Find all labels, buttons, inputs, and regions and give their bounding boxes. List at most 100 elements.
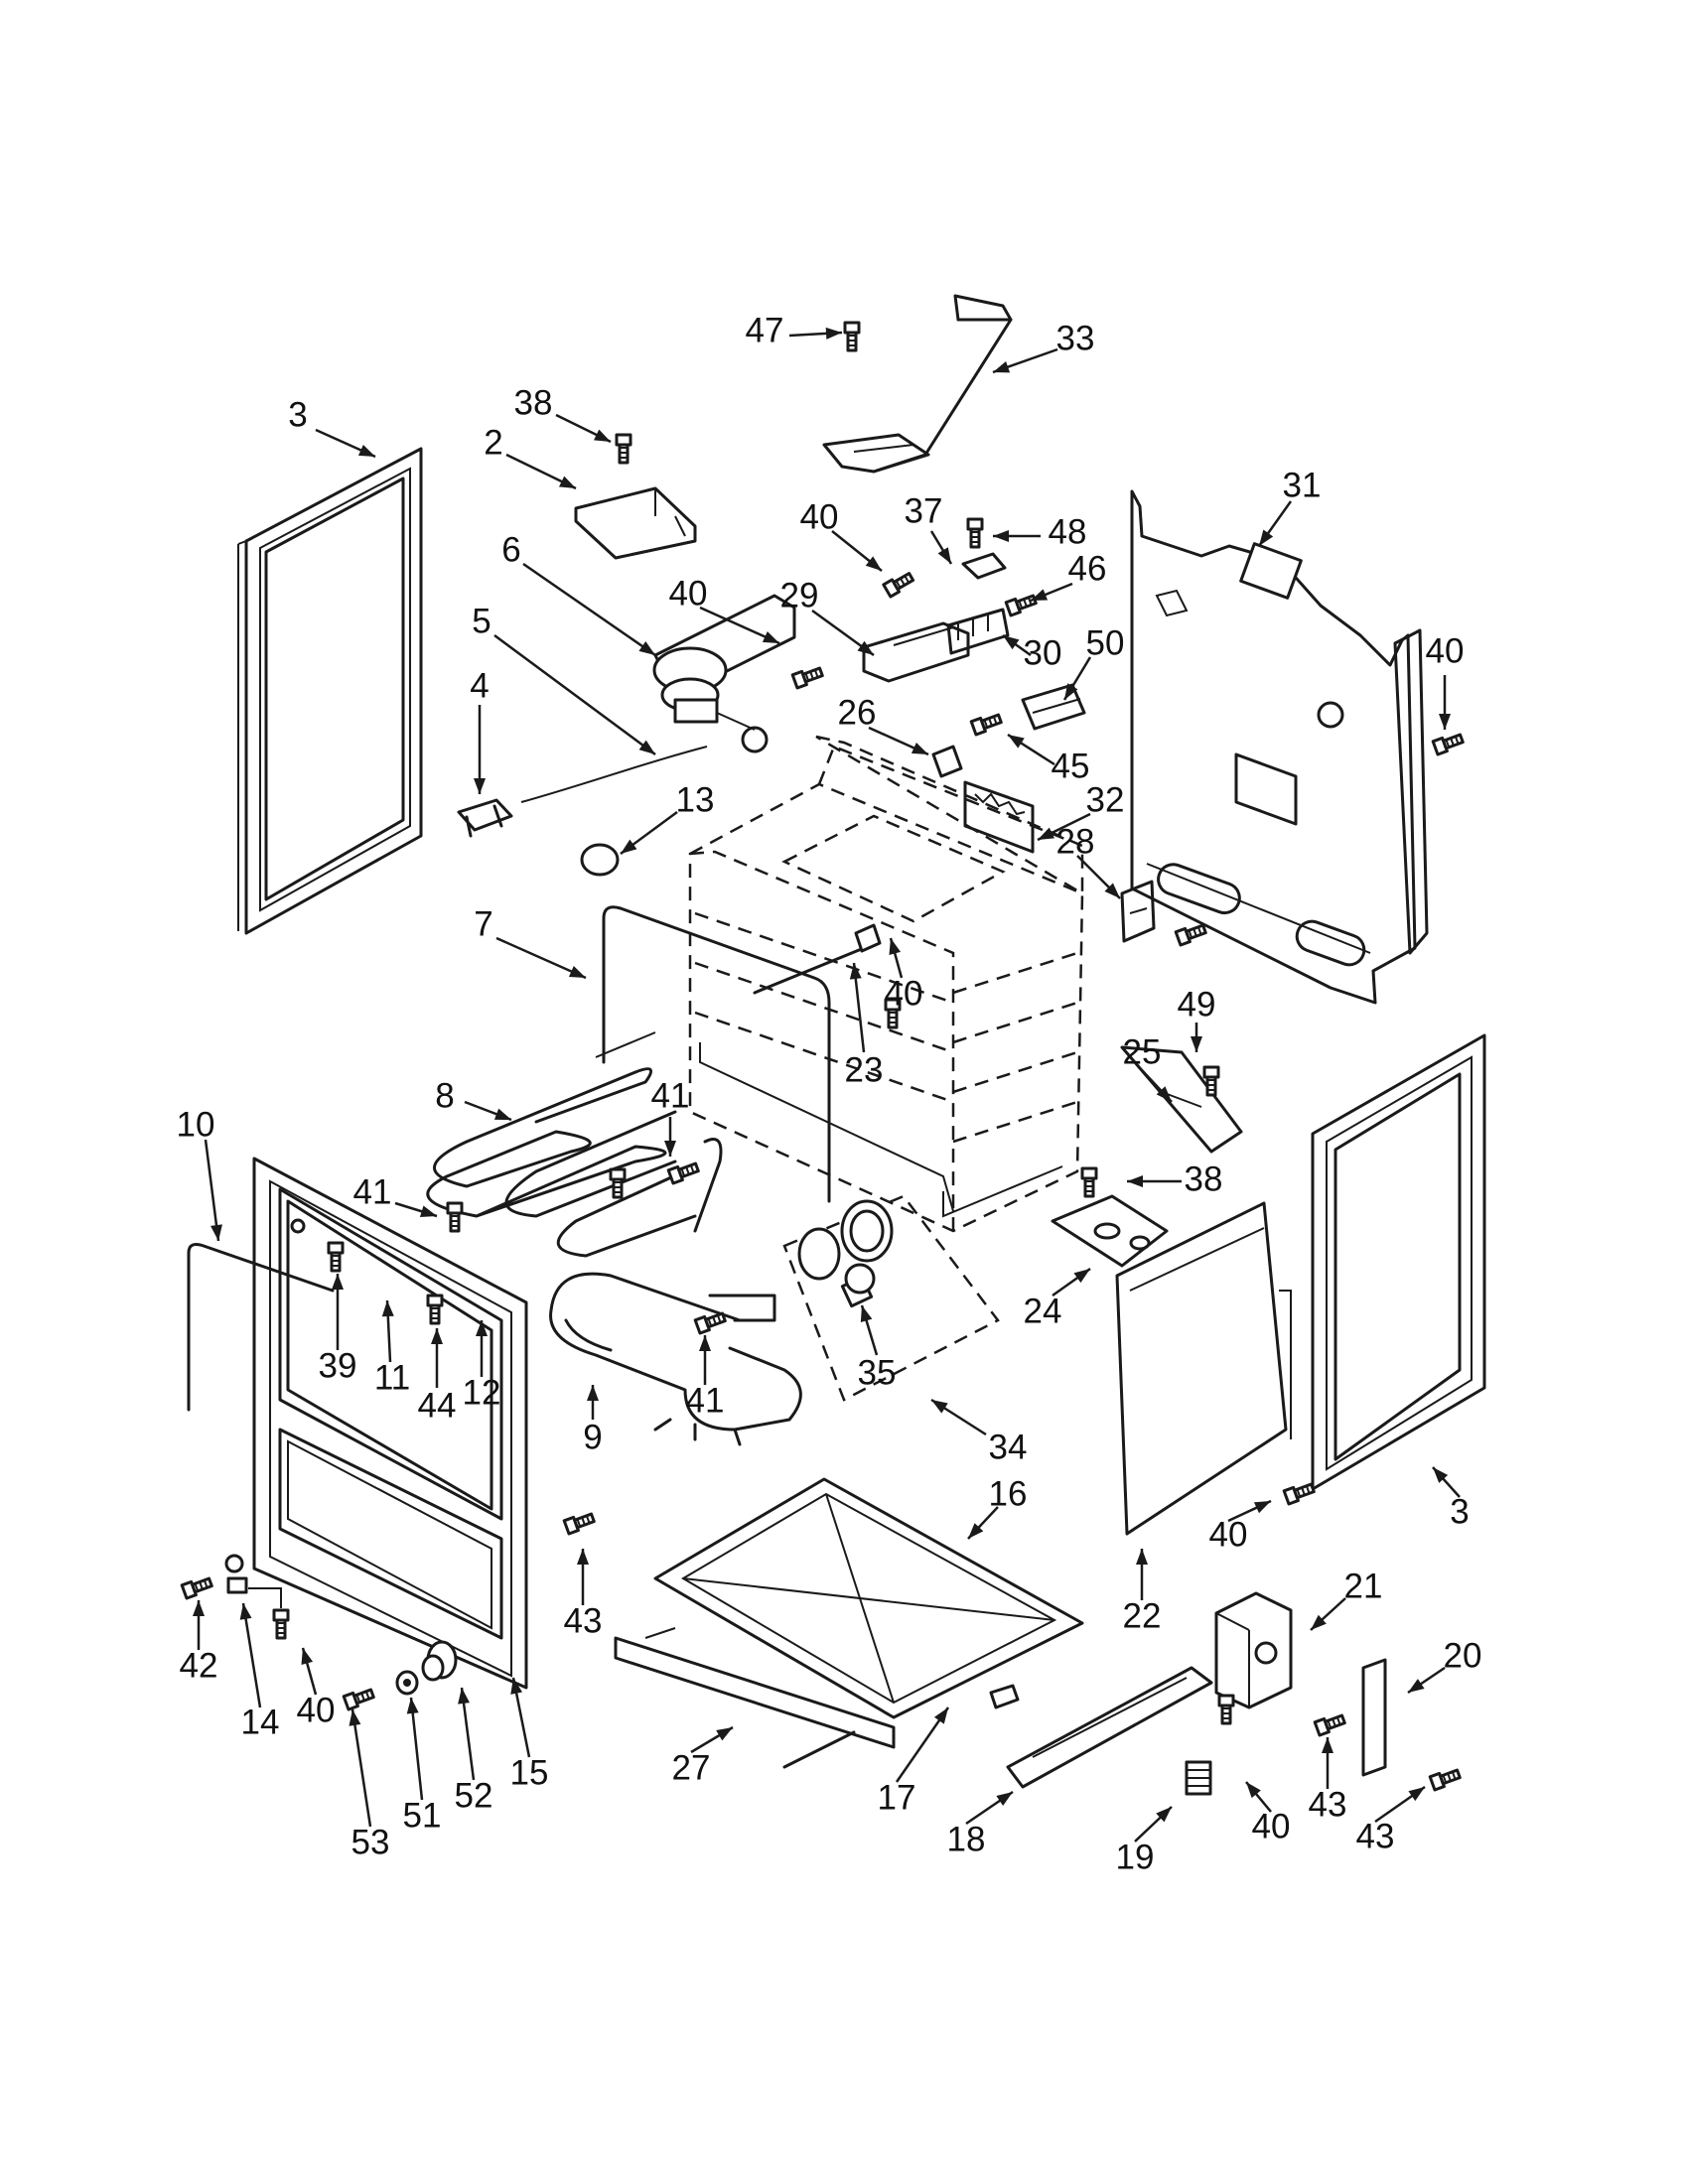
callout-41: 41 <box>353 1172 392 1211</box>
callout-24: 24 <box>1024 1292 1062 1330</box>
callout-40: 40 <box>885 974 923 1013</box>
screw-icon <box>615 433 632 465</box>
callout-28: 28 <box>1056 822 1095 861</box>
callout-25: 25 <box>1123 1032 1162 1071</box>
callout-27: 27 <box>672 1748 711 1787</box>
callout-43: 43 <box>564 1601 603 1640</box>
callout-40: 40 <box>800 497 839 536</box>
part-strip <box>1361 1658 1387 1777</box>
callout-52: 52 <box>455 1776 493 1815</box>
part-side-panel-left <box>237 447 423 935</box>
screw-icon <box>666 1161 700 1185</box>
callout-38: 38 <box>1185 1160 1223 1198</box>
part-rear-panel <box>1130 489 1429 1005</box>
screw-icon <box>1428 1768 1462 1792</box>
part-bake-element <box>426 1031 723 1258</box>
screw-icon <box>1217 1694 1235 1725</box>
callout-48: 48 <box>1049 512 1087 551</box>
screw-icon <box>1174 923 1207 947</box>
callout-9: 9 <box>583 1418 602 1456</box>
screw-icon <box>1282 1482 1316 1506</box>
callout-7: 7 <box>474 904 492 943</box>
part-terminal-block <box>946 552 1010 655</box>
screw-icon <box>882 572 915 599</box>
screw-icon <box>790 666 824 690</box>
part-bushing <box>421 1640 458 1682</box>
part-clip-26 <box>931 745 963 778</box>
callout-30: 30 <box>1024 633 1062 672</box>
callout-40: 40 <box>297 1691 336 1729</box>
callout-12: 12 <box>463 1373 501 1412</box>
screw-icon <box>843 321 861 352</box>
screw-icon <box>1004 594 1038 617</box>
callout-20: 20 <box>1444 1636 1482 1675</box>
part-thermostat-assembly <box>652 594 796 753</box>
callout-21: 21 <box>1344 1567 1383 1605</box>
callout-16: 16 <box>989 1474 1028 1513</box>
callout-40: 40 <box>1209 1515 1248 1554</box>
screw-icon <box>327 1241 345 1273</box>
callout-26: 26 <box>838 693 877 732</box>
callout-8: 8 <box>435 1076 454 1115</box>
callout-40: 40 <box>669 574 708 613</box>
part-plug <box>580 843 620 877</box>
callout-39: 39 <box>319 1346 357 1385</box>
screw-icon <box>966 517 984 549</box>
callout-47: 47 <box>746 311 784 349</box>
callout-31: 31 <box>1283 466 1322 504</box>
callout-14: 14 <box>241 1703 280 1741</box>
part-gasket <box>602 905 831 1203</box>
part-clip <box>457 798 513 838</box>
callout-43: 43 <box>1309 1785 1347 1824</box>
callout-40: 40 <box>1426 631 1465 670</box>
part-side-panel-right <box>1311 1033 1486 1491</box>
part-channel <box>1021 683 1086 731</box>
screw-icon <box>1202 1065 1220 1097</box>
callout-13: 13 <box>676 780 715 819</box>
callout-42: 42 <box>180 1646 218 1685</box>
callout-labels: 47 33 38 3 2 40 37 48 31 6 40 29 46 5 30… <box>177 311 1482 1876</box>
callout-41: 41 <box>651 1076 690 1115</box>
part-door-gasket <box>187 1243 335 1412</box>
part-bracket-32 <box>963 780 1035 854</box>
callout-49: 49 <box>1178 985 1216 1024</box>
callout-leaders <box>193 327 1461 1843</box>
part-washer <box>395 1670 419 1696</box>
part-bottom-pan <box>653 1477 1084 1719</box>
callout-2: 2 <box>484 423 502 462</box>
callout-32: 32 <box>1086 780 1125 819</box>
part-bracket-28 <box>1120 880 1156 943</box>
part-leveling-leg <box>1185 1760 1212 1796</box>
callout-43: 43 <box>1356 1817 1395 1855</box>
callout-34: 34 <box>989 1428 1028 1466</box>
callout-46: 46 <box>1068 549 1107 588</box>
screw-icon <box>1313 1713 1346 1737</box>
callout-38: 38 <box>514 383 553 422</box>
callout-45: 45 <box>1052 747 1090 785</box>
part-bracket <box>574 486 697 560</box>
part-oven-sensor <box>753 923 882 995</box>
screw-icon <box>342 1688 375 1711</box>
screw-icon <box>426 1294 444 1325</box>
callout-3: 3 <box>288 395 307 434</box>
callout-51: 51 <box>403 1796 442 1835</box>
screw-icon <box>884 998 902 1029</box>
callout-40: 40 <box>1252 1807 1291 1845</box>
part-clip-17 <box>989 1684 1020 1709</box>
part-lamp-assembly <box>782 1194 1000 1402</box>
screw-icon <box>1431 733 1465 756</box>
screw-icons <box>180 321 1465 1792</box>
callout-22: 22 <box>1123 1596 1162 1635</box>
callout-17: 17 <box>878 1778 916 1817</box>
callout-11: 11 <box>374 1358 410 1397</box>
callout-5: 5 <box>472 602 491 640</box>
callout-19: 19 <box>1116 1838 1155 1876</box>
screw-icon <box>1080 1166 1098 1198</box>
screw-icon <box>969 713 1003 737</box>
part-bracket-plate <box>1051 1194 1169 1268</box>
part-inner-panel <box>1115 1201 1292 1536</box>
part-lock-hardware <box>224 1554 282 1608</box>
callout-44: 44 <box>418 1386 457 1425</box>
callout-35: 35 <box>858 1353 897 1392</box>
